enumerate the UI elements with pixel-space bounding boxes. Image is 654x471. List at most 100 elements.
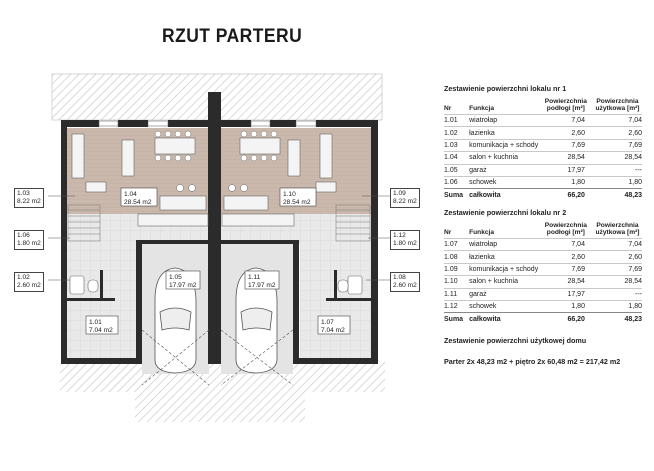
table-cell: 1.06	[444, 175, 470, 189]
table-cell: 1,80	[538, 299, 593, 313]
table-cell: 1.09	[444, 262, 470, 276]
table-cell: łazienka	[469, 126, 539, 140]
svg-text:1.01: 1.01	[89, 319, 102, 326]
floor-plan: 1.04 28.54 m2 1.10 28.54 m2 1.05 17.97 m…	[48, 73, 390, 422]
table-1-title: Zestawienie powierzchni lokalu nr 1	[444, 84, 567, 93]
svg-text:17.97 m2: 17.97 m2	[169, 282, 197, 289]
table-cell: garaż	[469, 163, 539, 177]
header-funkcja: Funkcja	[469, 229, 495, 236]
svg-text:7.04 m2: 7.04 m2	[89, 327, 113, 334]
table-cell: 28,54	[592, 275, 642, 289]
table-cell: 1,80	[592, 299, 642, 313]
table-cell: łazienka	[469, 250, 539, 264]
car-left	[154, 267, 197, 374]
svg-text:1.11: 1.11	[248, 274, 261, 281]
table-cell: schowek	[469, 299, 539, 313]
table-cell: 7,69	[538, 138, 593, 152]
page-title: RZUT PARTERU	[162, 26, 303, 47]
header-funkcja: Funkcja	[469, 105, 495, 112]
header-nr: Nr	[444, 105, 452, 112]
svg-text:1.07: 1.07	[321, 319, 334, 326]
table-cell: 2,60	[538, 250, 593, 264]
table-cell: 1.12	[444, 299, 470, 313]
table-cell: 2,60	[592, 250, 642, 264]
sum-cell: Suma	[444, 188, 470, 201]
header-floor-area: Powierzchnia podłogi [m²]	[544, 98, 587, 112]
label-1-04-id: 1.04	[124, 191, 137, 198]
table-cell: 7,69	[592, 262, 642, 276]
table-cell: 2,60	[592, 126, 642, 140]
table-cell: 1.04	[444, 151, 470, 165]
table-cell: 28,54	[592, 151, 642, 165]
header-usable-area: Powierzchnia użytkowa [m²]	[595, 98, 640, 112]
svg-text:17.97 m2: 17.97 m2	[248, 282, 276, 289]
table-cell: 1.07	[444, 237, 470, 251]
svg-text:28.54 m2: 28.54 m2	[283, 199, 311, 206]
table-cell: wiatrołap	[469, 113, 539, 127]
summary-text: Parter 2x 48,23 m2 + piętro 2x 60,48 m2 …	[444, 357, 621, 366]
svg-text:1.05: 1.05	[169, 274, 182, 281]
walls	[61, 92, 378, 364]
area-table-unit-2: Zestawienie powierzchni lokalu nr 2 Nr F…	[444, 208, 642, 325]
table-cell: 28,54	[538, 275, 593, 289]
table-cell: ---	[592, 163, 642, 177]
sum-cell: 48,23	[592, 312, 642, 325]
table-cell: garaż	[469, 287, 539, 301]
table-cell: wiatrołap	[469, 237, 539, 251]
table-cell: komunikacja + schody	[469, 138, 539, 152]
table-cell: 7,04	[592, 237, 642, 251]
table-cell: 1.10	[444, 275, 470, 289]
summary-title: Zestawienie powierzchni użytkowej domu	[444, 336, 587, 345]
table-cell: 28,54	[538, 151, 593, 165]
furniture	[71, 133, 337, 227]
table-cell: 7,69	[592, 138, 642, 152]
sum-cell: 66,20	[538, 188, 593, 201]
area-table-unit-1: Zestawienie powierzchni lokalu nr 1 Nr F…	[444, 84, 642, 201]
table-cell: 17,97	[538, 163, 593, 177]
svg-text:7.04 m2: 7.04 m2	[321, 327, 345, 334]
svg-text:1.10: 1.10	[283, 191, 296, 198]
table-cell: 2,60	[538, 126, 593, 140]
table-cell: 17,97	[538, 287, 593, 301]
table-2-title: Zestawienie powierzchni lokalu nr 2	[444, 208, 567, 217]
header-nr: Nr	[444, 229, 452, 236]
sum-cell: Suma	[444, 312, 470, 325]
sum-cell: całkowita	[469, 312, 539, 325]
table-cell: salon + kuchnia	[469, 151, 539, 165]
room-center-labels: 1.04 28.54 m2 1.10 28.54 m2 1.05 17.97 m…	[85, 187, 351, 335]
table-cell: komunikacja + schody	[469, 262, 539, 276]
table-cell: schowek	[469, 175, 539, 189]
table-cell: 7,69	[538, 262, 593, 276]
table-cell: 1.08	[444, 250, 470, 264]
label-1-04-area: 28.54 m2	[124, 199, 152, 206]
table-cell: 1.03	[444, 138, 470, 152]
table-cell: 7,04	[538, 113, 593, 127]
table-cell: 1.05	[444, 163, 470, 177]
stairs	[67, 204, 371, 242]
table-cell: 1.02	[444, 126, 470, 140]
sum-cell: 48,23	[592, 188, 642, 201]
table-cell: salon + kuchnia	[469, 275, 539, 289]
table-cell: ---	[592, 287, 642, 301]
table-cell: 7,04	[592, 113, 642, 127]
sum-cell: całkowita	[469, 188, 539, 201]
